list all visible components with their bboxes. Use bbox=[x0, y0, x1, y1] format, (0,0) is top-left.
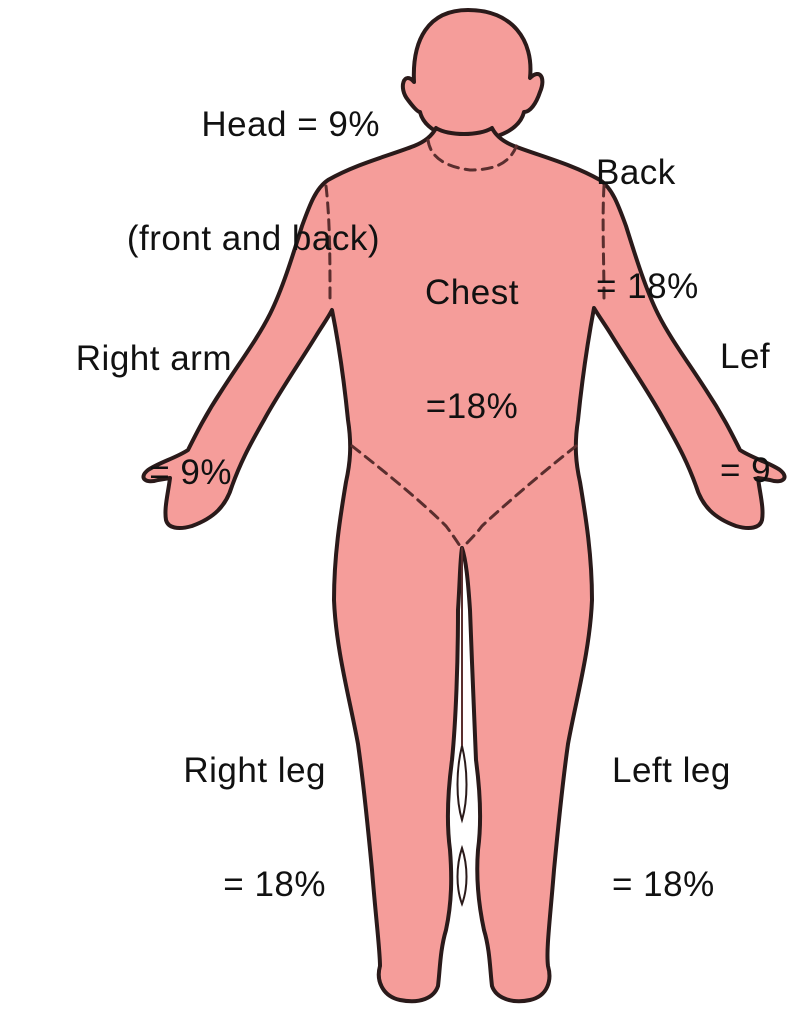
head-shape bbox=[403, 10, 543, 140]
label-right-arm-line2: = 9% bbox=[4, 454, 232, 492]
ankle-gap bbox=[458, 848, 467, 904]
label-head: Head = 9% (front and back) bbox=[6, 30, 380, 296]
label-right-arm: Right arm = 9% bbox=[4, 264, 232, 530]
label-right-leg: Right leg = 18% bbox=[100, 676, 326, 942]
label-chest-line1: Chest bbox=[394, 274, 550, 312]
label-head-line1: Head = 9% bbox=[6, 106, 380, 144]
label-right-arm-line1: Right arm bbox=[4, 340, 232, 378]
label-back: Back = 18% bbox=[596, 78, 699, 344]
knee-gap bbox=[458, 746, 467, 820]
label-back-line1: Back bbox=[596, 154, 699, 192]
label-left-leg-line2: = 18% bbox=[612, 866, 788, 904]
label-chest: Chest =18% bbox=[394, 198, 550, 464]
label-chest-line2: =18% bbox=[394, 388, 550, 426]
label-left-arm: Lef = 9 bbox=[720, 262, 771, 528]
label-right-leg-line1: Right leg bbox=[100, 752, 326, 790]
leg-gaps bbox=[458, 746, 467, 904]
label-back-line2: = 18% bbox=[596, 268, 699, 306]
label-left-arm-line2: = 9 bbox=[720, 452, 771, 490]
label-right-leg-line2: = 18% bbox=[100, 866, 326, 904]
label-left-leg-line1: Left leg bbox=[612, 752, 788, 790]
label-left-leg: Left leg = 18% bbox=[612, 676, 788, 942]
label-head-line2: (front and back) bbox=[6, 220, 380, 258]
label-left-arm-line1: Lef bbox=[720, 338, 771, 376]
